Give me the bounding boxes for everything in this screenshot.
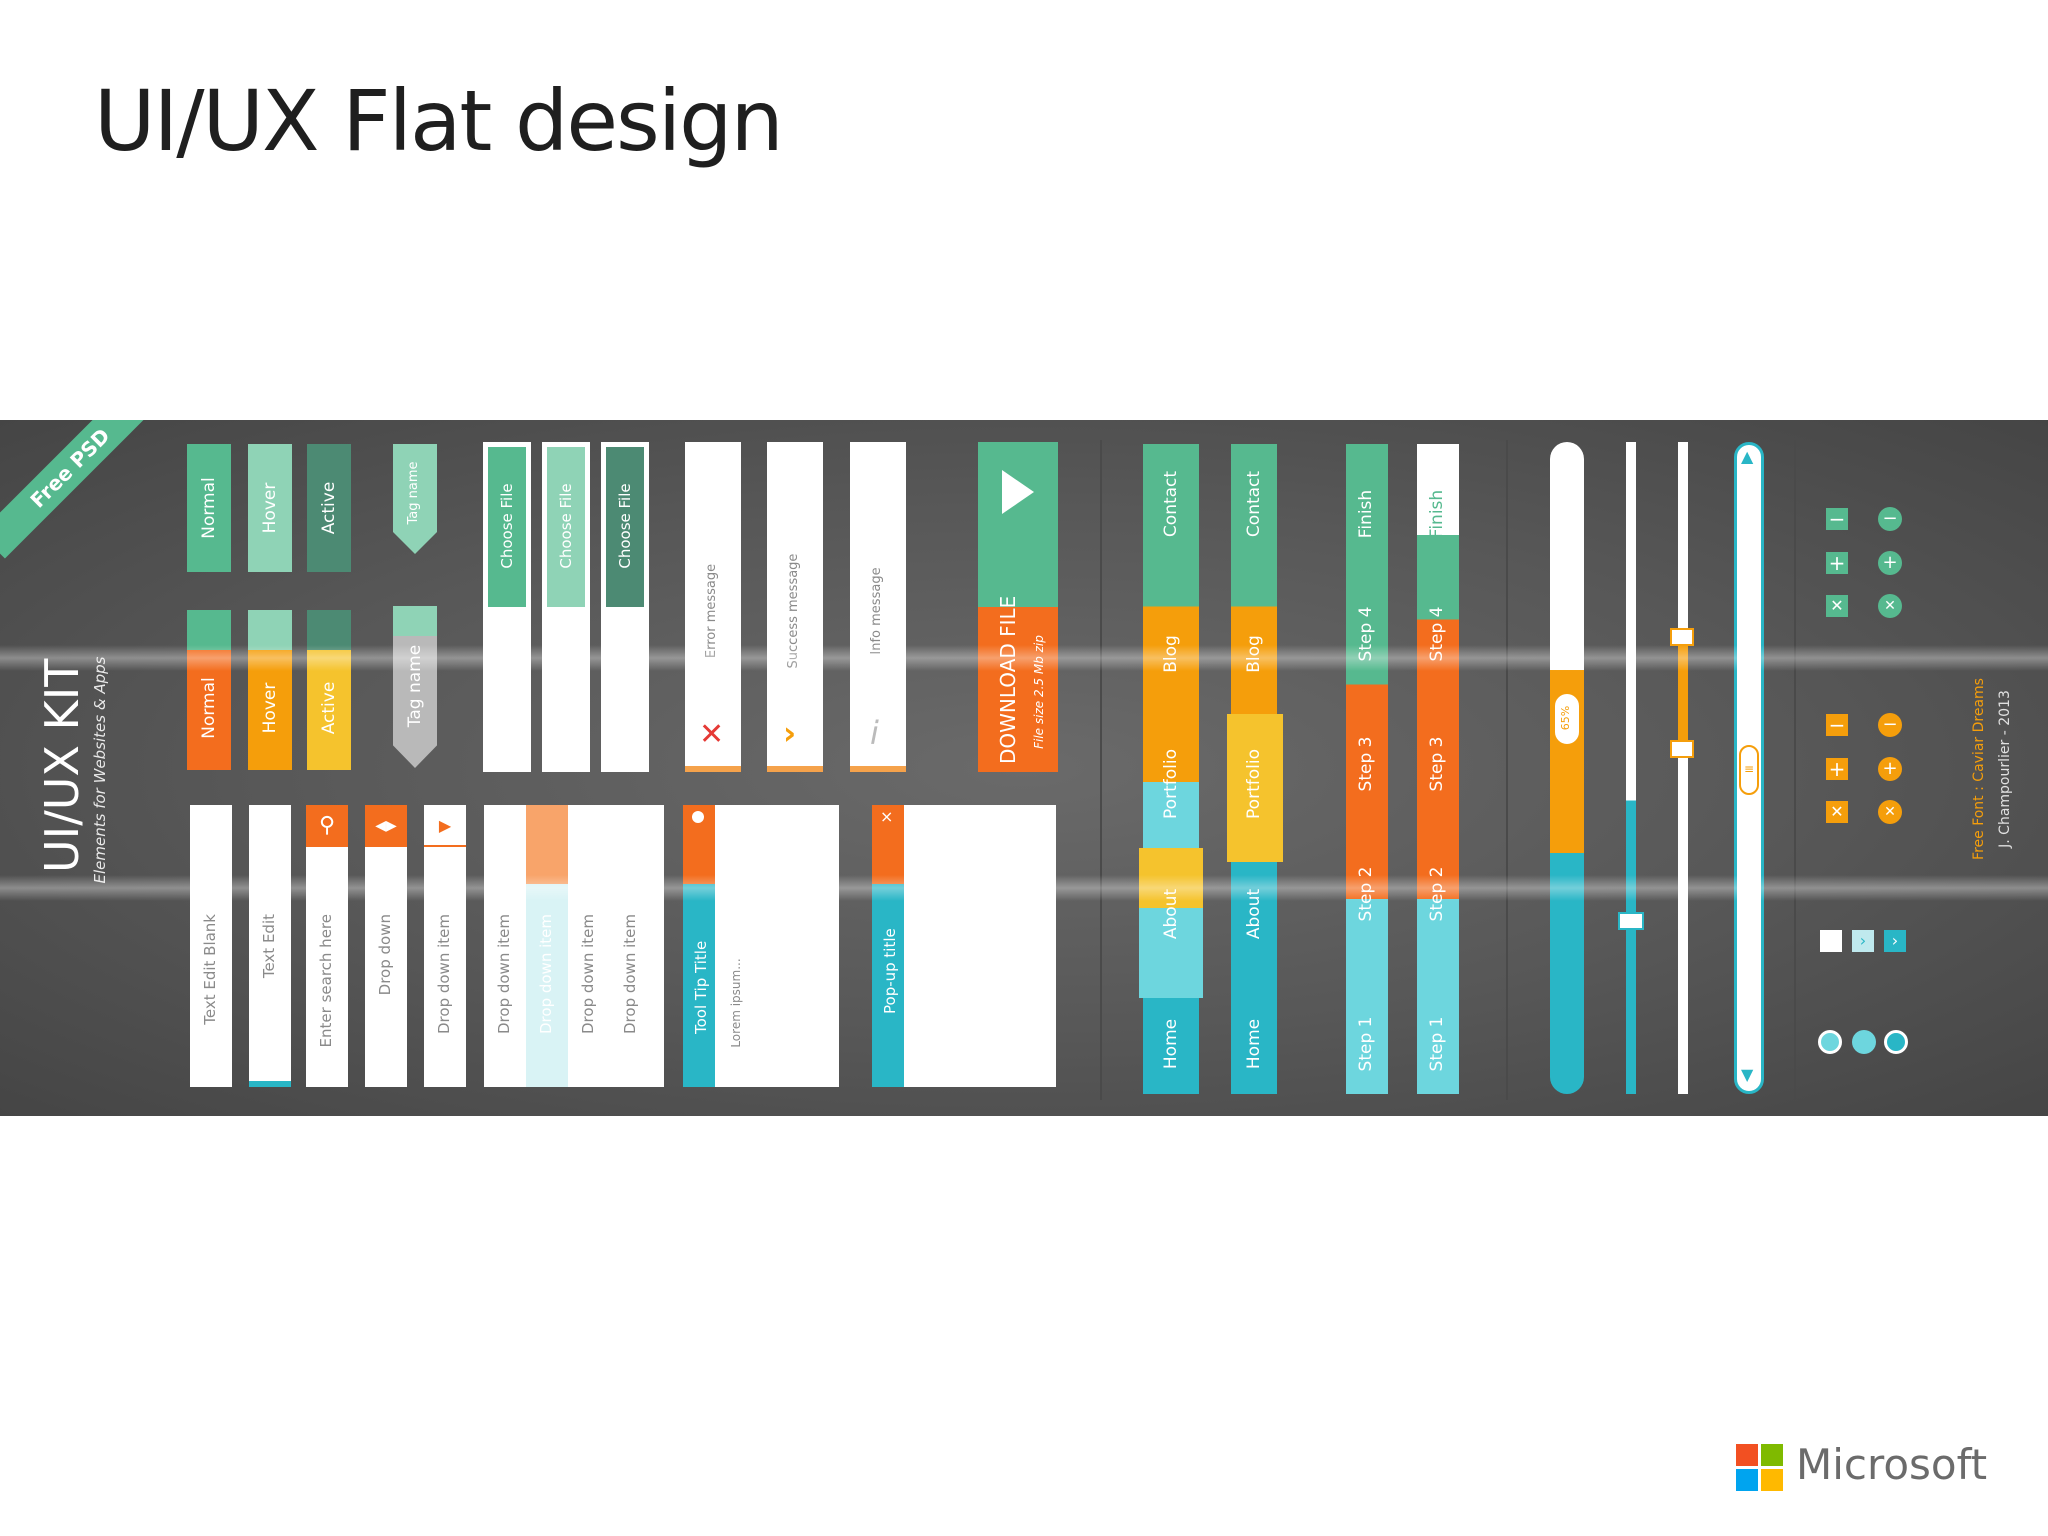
close-square-icon-orange[interactable]: ✕ bbox=[1826, 801, 1848, 823]
drop-down-list[interactable]: Drop down item Drop down item Drop down … bbox=[484, 805, 664, 1087]
kit-subtitle: Elements for Websites & Apps bbox=[91, 656, 109, 884]
credits-author: J. Champourlier - 2013 bbox=[1997, 690, 2013, 848]
microsoft-logo-icon bbox=[1736, 1444, 1784, 1492]
error-x-icon: ✕ bbox=[699, 717, 725, 752]
nav-menu-2[interactable]: Contact Blog Portfolio About Home bbox=[1227, 444, 1283, 1094]
normal-button-orange[interactable]: Normal bbox=[187, 610, 231, 770]
close-circle-icon[interactable]: ✕ bbox=[1878, 594, 1902, 618]
text-edit-blank[interactable]: Text Edit Blank bbox=[190, 805, 232, 1087]
drop-down-item[interactable]: Drop down item bbox=[621, 914, 639, 1034]
credits-font: Free Font : Caviar Dreams bbox=[1971, 678, 1987, 860]
download-file-button[interactable]: DOWNLOAD FILE File size 2.5 Mb zip bbox=[978, 442, 1058, 772]
normal-button-teal[interactable]: Normal bbox=[187, 444, 231, 572]
search-icon[interactable]: ⚲ bbox=[306, 805, 348, 847]
range-handle-top[interactable] bbox=[1670, 628, 1694, 646]
play-icon bbox=[1002, 470, 1034, 514]
play-small-icon[interactable]: ▶ bbox=[424, 805, 466, 847]
checkbox-checked-icon[interactable]: › bbox=[1884, 930, 1906, 952]
nav-menu-1[interactable]: Contact Blog Portfolio About Home bbox=[1139, 444, 1203, 1094]
success-check-icon: › bbox=[783, 714, 797, 752]
minus-square-icon[interactable]: − bbox=[1826, 508, 1848, 530]
separator bbox=[1100, 440, 1102, 1100]
microsoft-wordmark: Microsoft bbox=[1796, 1440, 1988, 1489]
tag-teal[interactable]: Tag name bbox=[393, 444, 437, 554]
drop-down-item[interactable]: Drop down item bbox=[495, 914, 513, 1034]
hover-button-teal[interactable]: Hover bbox=[248, 444, 292, 572]
hover-button-orange[interactable]: Hover bbox=[248, 610, 292, 770]
progress-bar: 65% bbox=[1550, 442, 1584, 1094]
slider-single[interactable] bbox=[1618, 442, 1644, 1094]
progress-value-label: 65% bbox=[1559, 705, 1572, 731]
minus-circle-icon-orange[interactable]: − bbox=[1878, 713, 1902, 737]
plus-square-icon-orange[interactable]: + bbox=[1826, 758, 1848, 780]
active-button-orange[interactable]: Active bbox=[307, 610, 351, 770]
radio-unselected-icon[interactable] bbox=[1884, 1030, 1908, 1054]
checkbox-hover-icon[interactable]: › bbox=[1852, 930, 1874, 952]
range-handle-bottom[interactable] bbox=[1670, 740, 1694, 758]
scrollbar[interactable]: ▲ ≡ ▼ bbox=[1734, 442, 1764, 1094]
free-psd-ribbon: Free PSD bbox=[0, 420, 161, 559]
choose-file-active[interactable]: Choose File bbox=[601, 442, 649, 772]
slide-title: UI/UX Flat design bbox=[94, 72, 784, 170]
info-message: Info message i bbox=[850, 442, 906, 772]
choose-file-normal[interactable]: Choose File bbox=[483, 442, 531, 772]
minus-square-icon-orange[interactable]: − bbox=[1826, 714, 1848, 736]
steps-bar-1[interactable]: Finish Step 4 Step 3 Step 2 Step 1 bbox=[1346, 444, 1388, 1094]
minus-circle-icon[interactable]: − bbox=[1878, 507, 1902, 531]
close-square-icon[interactable]: ✕ bbox=[1826, 595, 1848, 617]
range-slider[interactable] bbox=[1670, 442, 1694, 1094]
steps-bar-2[interactable]: Finish Step 4 Step 3 Step 2 Step 1 bbox=[1417, 444, 1459, 1094]
drop-down-item[interactable]: Drop down item bbox=[579, 914, 597, 1034]
tag-grey[interactable]: Tag name bbox=[393, 606, 437, 768]
progress-value-badge bbox=[1553, 692, 1581, 746]
free-psd-label: Free PSD bbox=[25, 423, 115, 513]
popup-window: × Pop-up title bbox=[872, 805, 1056, 1087]
drop-down-item[interactable]: Drop down item bbox=[537, 914, 555, 1034]
nav-portfolio-hover[interactable] bbox=[1227, 714, 1283, 862]
close-circle-icon-orange[interactable]: ✕ bbox=[1878, 800, 1902, 824]
scroll-thumb[interactable]: ≡ bbox=[1739, 745, 1759, 795]
text-edit[interactable]: Text Edit bbox=[249, 805, 291, 1087]
slider-handle[interactable] bbox=[1618, 912, 1644, 930]
separator bbox=[1794, 440, 1796, 1100]
search-input[interactable]: ⚲ Enter search here bbox=[306, 805, 348, 1087]
ui-kit-banner: Free PSD UI/UX KIT Elements for Websites… bbox=[0, 420, 2048, 1116]
scroll-down-arrow-icon[interactable]: ▼ bbox=[1741, 1065, 1754, 1084]
success-message: Success message › bbox=[767, 442, 823, 772]
close-icon[interactable]: × bbox=[880, 807, 894, 826]
choose-file-hover[interactable]: Choose File bbox=[542, 442, 590, 772]
scroll-up-arrow-icon[interactable]: ▲ bbox=[1741, 447, 1754, 466]
pin-icon bbox=[692, 811, 704, 823]
error-message: Error message ✕ bbox=[685, 442, 741, 772]
plus-circle-icon-orange[interactable]: + bbox=[1878, 757, 1902, 781]
nav-about-hover[interactable] bbox=[1139, 848, 1203, 998]
active-button-teal[interactable]: Active bbox=[307, 444, 351, 572]
arrows-icon[interactable]: ◀▶ bbox=[365, 805, 407, 847]
plus-square-icon[interactable]: + bbox=[1826, 552, 1848, 574]
checkbox-empty-icon[interactable] bbox=[1820, 930, 1842, 952]
drop-down-open[interactable]: ▶ Drop down item bbox=[424, 805, 466, 1087]
radio-selected-icon[interactable] bbox=[1818, 1030, 1842, 1054]
drop-down[interactable]: ◀▶ Drop down bbox=[365, 805, 407, 1087]
separator bbox=[1506, 440, 1508, 1100]
info-i-icon: i bbox=[870, 714, 879, 752]
tooltip: Tool Tip Title Lorem ipsum... bbox=[683, 805, 839, 1087]
radio-hover-icon[interactable] bbox=[1852, 1030, 1876, 1054]
plus-circle-icon[interactable]: + bbox=[1878, 551, 1902, 575]
kit-title: UI/UX KIT bbox=[35, 658, 89, 873]
